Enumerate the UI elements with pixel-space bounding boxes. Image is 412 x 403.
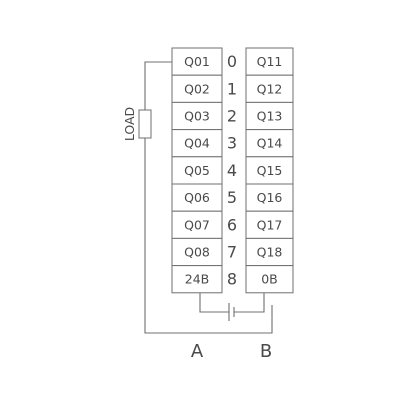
right-terminal-terminal-box [245, 74, 294, 103]
right-terminal-label: Q12 [257, 81, 283, 96]
left-terminal-label: Q03 [184, 109, 210, 124]
left-terminal-terminal-box [171, 183, 223, 212]
index-number-label: 1 [227, 79, 237, 98]
index-number-column: 0 1 2 3 4 5 6 7 8 [227, 52, 237, 289]
right-terminal-label: Q15 [257, 163, 283, 178]
index-number-label: 6 [227, 215, 237, 234]
right-terminal-terminal-box [245, 101, 294, 131]
index-number-label: 7 [227, 243, 237, 262]
right-terminal-terminal-box [245, 47, 294, 76]
left-terminal-label: Q07 [184, 217, 210, 232]
index-number-label: 5 [227, 188, 237, 207]
left-terminal-label: Q08 [184, 245, 210, 260]
left-terminal-terminal-box [171, 129, 223, 158]
left-terminal-label: Q06 [184, 190, 210, 205]
right-terminal-label: 0B [261, 272, 278, 287]
left-terminal-label: Q04 [184, 136, 210, 151]
load-resistor [138, 109, 152, 139]
supply-wire-0b [234, 293, 265, 313]
load-top-wire [144, 61, 172, 110]
right-terminal-label: Q17 [257, 217, 283, 232]
right-terminal-terminal-box [245, 265, 294, 294]
label-b: B [260, 341, 272, 362]
load-circuit: LOAD [122, 61, 273, 334]
index-number-label: 0 [227, 52, 237, 71]
left-terminal-label: 24B [185, 272, 209, 287]
right-terminal-label: Q16 [257, 190, 283, 205]
load-label: LOAD [122, 107, 137, 141]
left-terminal-label: Q05 [184, 163, 210, 178]
left-terminal-label: Q01 [184, 54, 210, 69]
supply-circuit [199, 293, 265, 321]
index-number-label: 8 [227, 270, 237, 289]
right-terminal-label: Q11 [257, 54, 283, 69]
right-terminal-terminal-box [245, 237, 294, 267]
index-number-label: 3 [227, 134, 237, 153]
left-terminal-terminal-box [171, 74, 223, 103]
right-terminal-label: Q14 [257, 136, 283, 151]
index-number-label: 4 [227, 161, 237, 180]
left-terminal-terminal-box [171, 265, 223, 294]
right-terminal-label: Q13 [257, 109, 283, 124]
index-number-label: 2 [227, 107, 237, 126]
supply-wire-24b [199, 293, 229, 313]
right-terminal-terminal-box [245, 210, 294, 239]
right-terminal-label: Q18 [257, 245, 283, 260]
left-terminal-label: Q02 [184, 81, 210, 96]
label-a: A [191, 341, 204, 362]
right-terminal-terminal-box [245, 156, 294, 185]
load-return-wire [144, 138, 273, 334]
left-terminal-terminal-box [171, 237, 223, 267]
